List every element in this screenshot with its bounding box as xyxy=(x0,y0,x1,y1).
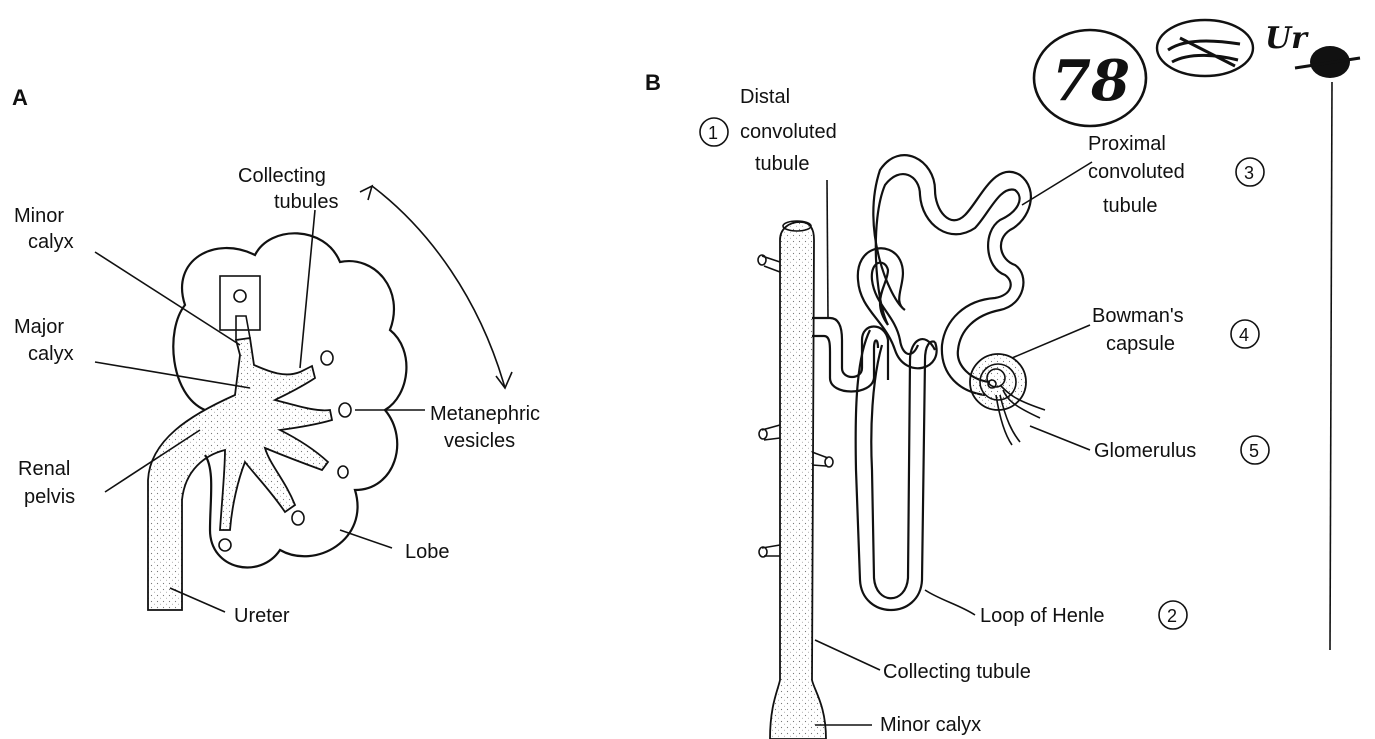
collecting-tubule xyxy=(770,222,826,739)
label-collecting-1: Collecting xyxy=(238,165,326,187)
label-renal-pelvis-1: Renal xyxy=(18,458,70,480)
leader-collecting-tubule xyxy=(815,640,880,670)
leader-glomerulus xyxy=(1030,426,1090,450)
number-1: 1 xyxy=(708,123,718,143)
handwritten-annotations: 78 Ur xyxy=(1034,20,1360,650)
inset-vesicle xyxy=(234,290,246,302)
label-minor-calyx-1: Minor xyxy=(14,205,64,227)
kidney-outline xyxy=(173,233,406,567)
number-2: 2 xyxy=(1167,606,1177,626)
inset-box xyxy=(220,276,260,330)
panel-a: A Collecting tubules Minor calyx Major xyxy=(12,85,540,627)
arrowhead-up xyxy=(360,186,372,200)
panel-b: B xyxy=(645,70,1269,739)
label-distal-2: convoluted xyxy=(740,121,837,143)
label-lobe: Lobe xyxy=(405,541,450,563)
label-major-calyx-2: calyx xyxy=(28,343,74,365)
label-bowman-1: Bowman's xyxy=(1092,305,1184,327)
label-metanephric-2: vesicles xyxy=(444,430,515,452)
handwritten-arrow xyxy=(372,186,505,388)
label-collecting-2: tubules xyxy=(274,191,339,213)
label-major-calyx-1: Major xyxy=(14,316,64,338)
distal-tubule-inner xyxy=(812,336,878,392)
leader-minor-calyx xyxy=(95,252,240,345)
vesicle xyxy=(339,403,351,417)
label-minor-calyx-2: calyx xyxy=(28,231,74,253)
leader-distal xyxy=(827,180,828,318)
label-proximal-1: Proximal xyxy=(1088,133,1166,155)
handwritten-note: Ur xyxy=(1265,21,1309,56)
leader-lobe xyxy=(340,530,392,548)
label-ureter: Ureter xyxy=(234,605,290,627)
label-renal-pelvis-2: pelvis xyxy=(24,486,75,508)
number-3: 3 xyxy=(1244,163,1254,183)
ureter-pelvis xyxy=(148,338,332,610)
panel-a-letter: A xyxy=(12,85,28,110)
handwritten-78: 78 xyxy=(1052,48,1130,114)
branch-tip xyxy=(825,457,833,467)
leader-loop-henle xyxy=(925,590,975,615)
panel-b-letter: B xyxy=(645,70,661,95)
scribble xyxy=(1168,38,1240,66)
label-glomerulus: Glomerulus xyxy=(1094,440,1196,462)
label-distal-3: tubule xyxy=(755,153,810,175)
label-bowman-2: capsule xyxy=(1106,333,1175,355)
label-loop-henle: Loop of Henle xyxy=(980,605,1105,627)
number-4: 4 xyxy=(1239,325,1249,345)
vesicle xyxy=(338,466,348,478)
vesicle xyxy=(321,351,333,365)
vertical-rule xyxy=(1330,82,1332,650)
leader-proximal xyxy=(1022,162,1092,205)
label-distal-1: Distal xyxy=(740,86,790,108)
bowmans-capsule xyxy=(970,354,1045,445)
loop-of-henle-outer xyxy=(856,330,935,610)
label-metanephric-1: Metanephric xyxy=(430,403,540,425)
label-proximal-3: tubule xyxy=(1103,195,1158,217)
vesicle xyxy=(219,539,231,551)
vesicle xyxy=(292,511,304,525)
label-minor-calyx: Minor calyx xyxy=(880,714,981,736)
tubule-stub xyxy=(236,316,250,340)
label-collecting-tubule: Collecting tubule xyxy=(883,661,1031,683)
arrowhead-down xyxy=(496,372,512,388)
leader-major-calyx xyxy=(95,362,250,388)
branch xyxy=(762,425,780,440)
number-5: 5 xyxy=(1249,441,1259,461)
leader-bowman xyxy=(1012,325,1090,358)
label-proximal-2: convoluted xyxy=(1088,161,1185,183)
